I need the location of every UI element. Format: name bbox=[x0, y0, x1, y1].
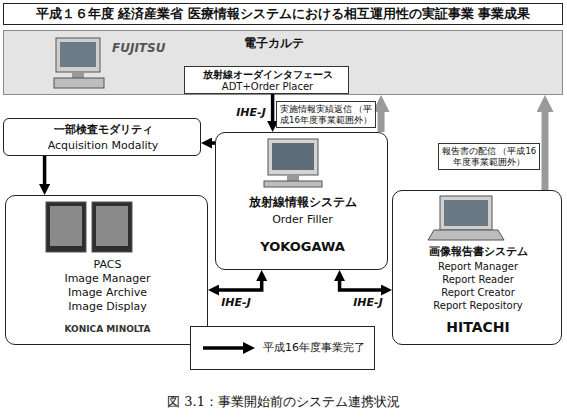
system-box: 放射線情報システム Order FillerYOKOGAWA bbox=[215, 132, 388, 270]
figure-caption: 図 3.1：事業開始前のシステム連携状況 bbox=[0, 393, 567, 411]
scope-note: 実施情報実績返信 （平成16年度事業範囲外） bbox=[276, 101, 376, 128]
ihe-logo: IHE-J bbox=[348, 296, 388, 310]
system-name: 一部検査モダリティ bbox=[4, 123, 202, 136]
system-box: 画像報告書システムReport ManagerReport ReaderRepo… bbox=[392, 190, 562, 345]
system-box: 一部検査モダリティ Acquisition Modality bbox=[3, 118, 201, 156]
system-box: PACSImage ManagerImage ArchiveImage Disp… bbox=[5, 195, 208, 345]
system-detail: Report Creator bbox=[393, 287, 563, 299]
system-detail: KONICA MINOLTA bbox=[6, 324, 209, 335]
scope-note: 報告書の配信 （平成16年度事業範囲外） bbox=[438, 143, 540, 170]
interface-arrow bbox=[217, 279, 262, 290]
system-detail: Report Repository bbox=[393, 300, 563, 312]
planned-flow-arrow bbox=[542, 109, 549, 190]
legend-arrow-head bbox=[243, 342, 255, 354]
system-box: 放射線オーダインタフェースADT+Order Placer bbox=[184, 66, 349, 94]
system-band: 電子カルテFUJITSU放射線オーダインタフェースADT+Order Place… bbox=[3, 30, 563, 95]
system-name: 放射線情報システム bbox=[216, 195, 389, 209]
system-detail: HITACHI bbox=[393, 319, 563, 336]
system-detail: Report Manager bbox=[393, 261, 563, 273]
diagram-title: 平成１６年度 経済産業省 医療情報システムにおける相互運用性の実証事業 事業成果 bbox=[3, 3, 563, 25]
legend-box: 平成16年度事業完了 bbox=[190, 326, 375, 370]
legend-sample bbox=[201, 338, 257, 358]
legend-text: 平成16年度事業完了 bbox=[263, 340, 365, 355]
system-detail: ADT+Order Placer bbox=[185, 81, 350, 93]
system-name: 電子カルテ bbox=[154, 36, 394, 50]
interface-arrow bbox=[43, 156, 47, 186]
system-name: 放射線オーダインタフェース bbox=[185, 69, 350, 81]
system-detail: YOKOGAWA bbox=[216, 239, 389, 255]
system-detail: Image Display bbox=[6, 300, 209, 313]
legend-arrow-line bbox=[203, 346, 245, 350]
interface-arrow bbox=[271, 94, 275, 123]
ihe-logo: IHE-J bbox=[232, 106, 270, 120]
planned-flow-arrow bbox=[378, 109, 385, 132]
system-detail: Acquisition Modality bbox=[4, 139, 202, 152]
system-name: 画像報告書システム bbox=[393, 245, 563, 258]
system-detail: FUJITSU bbox=[112, 41, 182, 55]
system-detail: Image Archive bbox=[6, 286, 209, 299]
ihe-logo: IHE-J bbox=[216, 296, 256, 310]
system-name: PACS bbox=[6, 258, 209, 271]
interface-arrow bbox=[340, 279, 384, 290]
system-detail: Order Filler bbox=[216, 213, 389, 226]
system-detail: Image Manager bbox=[6, 272, 209, 285]
system-detail: Report Reader bbox=[393, 274, 563, 286]
